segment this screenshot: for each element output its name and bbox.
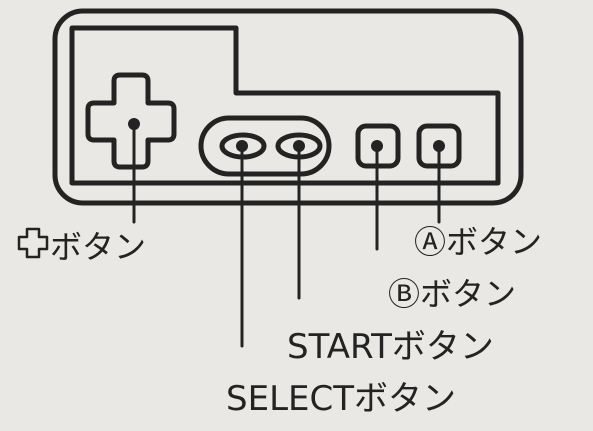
- select-start-housing: [198, 115, 332, 177]
- dpad-label-text: ボタン: [50, 228, 147, 266]
- b-button-label: Ⓑボタン: [388, 275, 517, 313]
- start-leader-dot: [293, 140, 305, 152]
- select-leader-dot: [236, 140, 248, 152]
- select-button-label: SELECTボタン: [226, 379, 456, 419]
- a-leader-dot: [433, 140, 445, 152]
- cross-outline-icon: [17, 227, 49, 259]
- controller-body-outline: [52, 8, 524, 206]
- dpad-button-label: ボタン: [16, 226, 146, 263]
- b-leader-dot: [371, 140, 383, 152]
- dpad-leader-dot: [128, 118, 140, 130]
- start-button-label: STARTボタン: [287, 327, 494, 367]
- dpad-icon: [85, 72, 177, 170]
- a-button-label: Ⓐボタン: [414, 223, 543, 261]
- controller-face-panel: [69, 25, 501, 186]
